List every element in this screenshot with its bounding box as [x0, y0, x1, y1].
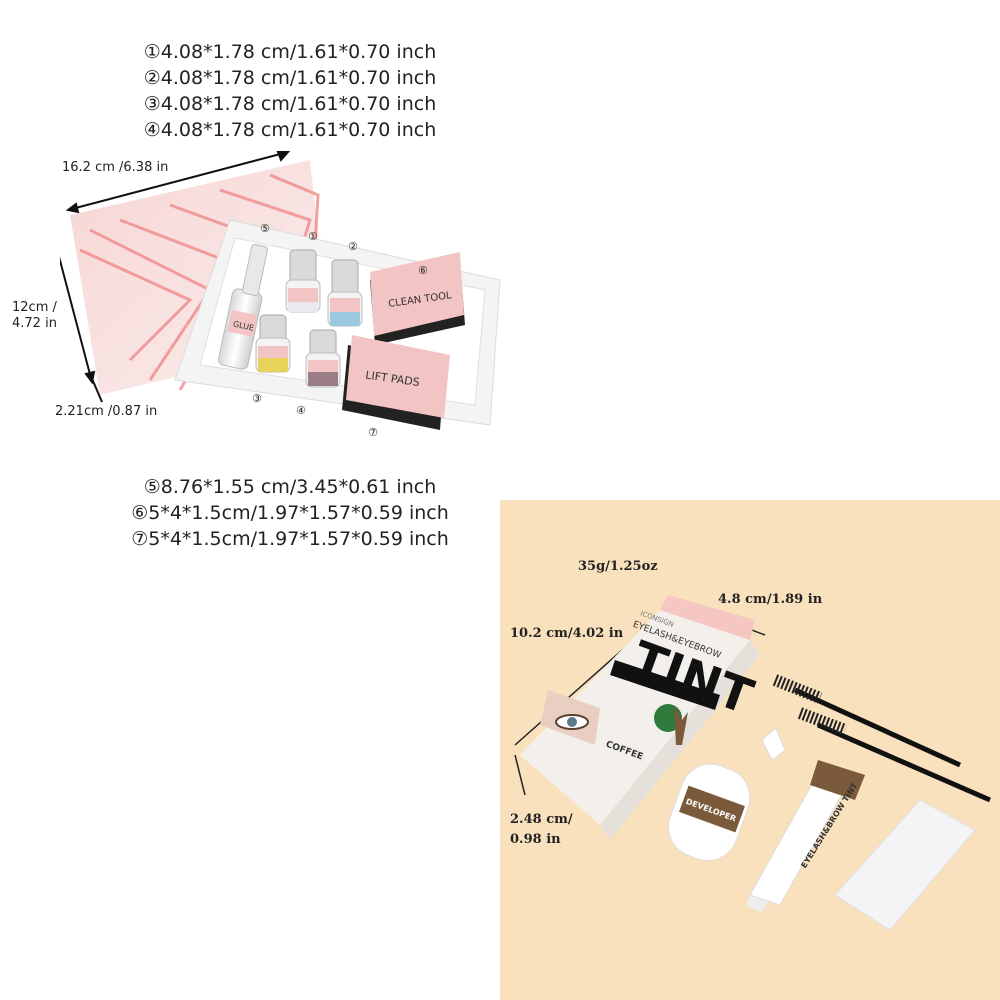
- dim-line-1: ①4.08*1.78 cm/1.61*0.70 inch: [143, 41, 437, 63]
- dim-line-2: ②4.08*1.78 cm/1.61*0.70 inch: [143, 67, 437, 89]
- box-height-label: 12cm / 4.72 in: [12, 300, 57, 332]
- box-width-label: 16.2 cm /6.38 in: [62, 160, 169, 175]
- glue-label: GLUE: [232, 320, 255, 333]
- marker-7: ⑦: [368, 426, 378, 439]
- kit-dimensions-top: ①4.08*1.78 cm/1.61*0.70 inch ②4.08*1.78 …: [0, 39, 580, 143]
- dim-line-4: ④4.08*1.78 cm/1.61*0.70 inch: [143, 119, 437, 141]
- tint-width: 4.8 cm/1.89 in: [718, 592, 823, 607]
- marker-3: ③: [252, 392, 262, 405]
- kit-dimensions-bottom: ⑤8.76*1.55 cm/3.45*0.61 inch ⑥5*4*1.5cm/…: [0, 474, 580, 552]
- tint-dimension-labels: 35g/1.25oz 4.8 cm/1.89 in 10.2 cm/4.02 i…: [510, 559, 823, 847]
- clean-tool-box: CLEAN TOOL: [370, 252, 465, 345]
- dim-line-6: ⑥5*4*1.5cm/1.97*1.57*0.59 inch: [131, 502, 449, 524]
- marker-2: ②: [348, 240, 358, 253]
- tint-length: 10.2 cm/4.02 in: [510, 626, 624, 641]
- marker-5: ⑤: [260, 222, 270, 235]
- bottle-3: [255, 314, 291, 373]
- box-depth-label: 2.21cm /0.87 in: [55, 404, 158, 419]
- dim-line-5: ⑤8.76*1.55 cm/3.45*0.61 inch: [143, 476, 437, 498]
- dimension-arrows: [60, 151, 291, 403]
- mascara-brushes: [772, 674, 991, 803]
- dim-line-7: ⑦5*4*1.5cm/1.97*1.57*0.59 inch: [131, 528, 449, 550]
- bottle-1: [285, 249, 321, 313]
- box-height-cm: 12cm /: [12, 300, 57, 315]
- marker-6: ⑥: [418, 264, 428, 277]
- developer-bottle: DEVELOPER: [667, 727, 786, 862]
- marker-4: ④: [296, 404, 306, 417]
- tint-depth-1: 2.48 cm/: [510, 812, 573, 827]
- lash-lift-kit-photo: GLUE CLEAN TOOL LIFT PADS ⑤: [60, 151, 501, 439]
- tint-box: TINT EYELASH&EYEBROW ICONSIGN COFFEE: [520, 595, 760, 840]
- lift-pads-box: LIFT PADS: [342, 335, 450, 430]
- marker-1: ①: [308, 230, 318, 243]
- cleaning-wipe: [834, 799, 976, 931]
- box-height-in: 4.72 in: [12, 316, 57, 331]
- bottle-4: [305, 329, 341, 388]
- item-markers: ⑤ ① ② ⑥ ③ ④ ⑦: [252, 222, 428, 439]
- bottle-2: [327, 259, 363, 327]
- dim-line-3: ③4.08*1.78 cm/1.61*0.70 inch: [143, 93, 437, 115]
- glue-bottle: GLUE: [218, 243, 268, 370]
- tint-product-photo: 35g/1.25oz 4.8 cm/1.89 in 10.2 cm/4.02 i…: [500, 500, 1000, 1000]
- tint-depth-2: 0.98 in: [510, 832, 561, 847]
- tint-weight: 35g/1.25oz: [578, 559, 658, 574]
